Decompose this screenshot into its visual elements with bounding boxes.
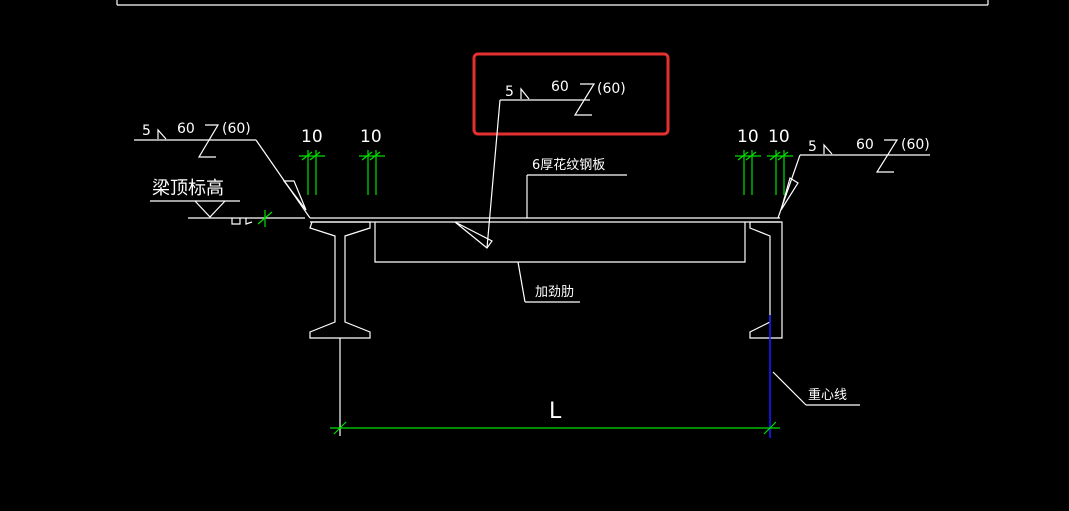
spacing-dim-left-1: 10: [299, 127, 325, 195]
weld-left-length: 60: [177, 121, 195, 137]
weld-left-pitch: (60): [222, 121, 251, 137]
weld-center-pitch: (60): [597, 81, 626, 97]
checkered-plate-label: 6厚花纹钢板: [532, 157, 605, 173]
beam-top-elevation-label: 梁顶标高: [152, 178, 224, 199]
span-dimension: L: [330, 338, 780, 436]
weld-symbol-left: 5 60 (60): [134, 121, 311, 219]
right-channel-beam: [749, 221, 783, 339]
spacing-right-1-label: 10: [737, 127, 759, 147]
left-i-beam: [309, 221, 371, 339]
beam-top-elevation-marker: 梁顶标高: [150, 178, 305, 227]
weld-center-length: 60: [551, 79, 569, 95]
highlight-box: [472, 52, 670, 136]
spacing-left-2-label: 10: [360, 127, 382, 147]
weld-right-pitch: (60): [901, 137, 930, 153]
weld-center-leg: 5: [505, 84, 514, 100]
weld-right-length: 60: [856, 137, 874, 153]
spacing-dim-right-1: 10: [735, 127, 761, 195]
viewport-frame: [116, 0, 989, 6]
weld-left-leg: 5: [142, 123, 151, 139]
centroid-line-label: 重心线: [808, 387, 847, 403]
weld-symbol-right: 5 60 (60): [777, 137, 930, 219]
spacing-left-1-label: 10: [301, 127, 323, 147]
stiffener-label: 加劲肋: [535, 285, 574, 300]
stiffener: 加劲肋: [374, 222, 746, 303]
spacing-dim-left-2: 10: [359, 127, 385, 195]
weld-symbol-center: 5 60 (60): [454, 79, 626, 249]
spacing-dim-right-2: 10: [767, 127, 793, 195]
span-label: L: [549, 399, 562, 424]
centroid-line: 重心线: [769, 315, 860, 438]
spacing-right-2-label: 10: [768, 127, 790, 147]
weld-right-leg: 5: [808, 139, 817, 155]
checkered-plate: 6厚花纹钢板: [310, 157, 780, 223]
